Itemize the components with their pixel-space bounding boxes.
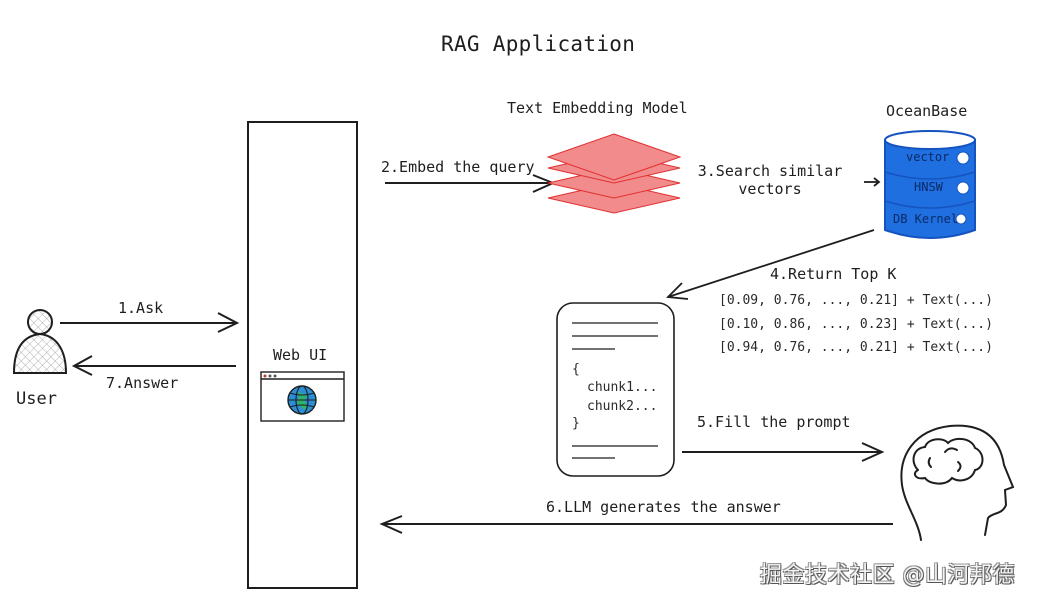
oceanbase-label: OceanBase bbox=[886, 102, 968, 120]
step-ask-label: 1.Ask bbox=[118, 299, 164, 317]
topk-result-1: [0.09, 0.76, ..., 0.21] + Text(...) bbox=[719, 293, 993, 308]
oceanbase-db-icon bbox=[884, 130, 976, 239]
prompt-chunk-2: chunk2... bbox=[587, 399, 658, 414]
arrow-return-topk bbox=[666, 229, 875, 300]
step-llm-generates-label: 6.LLM generates the answer bbox=[546, 498, 781, 516]
embedding-model-label: Text Embedding Model bbox=[507, 99, 688, 117]
step-search-line1: 3.Search similar bbox=[697, 162, 843, 180]
user-icon bbox=[12, 309, 68, 374]
step-fill-prompt-label: 5.Fill the prompt bbox=[697, 413, 851, 431]
arrow-search bbox=[864, 177, 881, 187]
embedding-model-icon bbox=[546, 133, 682, 214]
db-layer-hnsw: HNSW bbox=[914, 180, 943, 194]
watermark: 掘金技术社区 @山河邦德 bbox=[760, 563, 1015, 588]
topk-result-2: [0.10, 0.86, ..., 0.23] + Text(...) bbox=[719, 317, 993, 332]
arrow-ask bbox=[60, 312, 240, 333]
web-ui-label: Web UI bbox=[273, 346, 328, 364]
arrow-embed bbox=[385, 174, 556, 193]
globe-icon bbox=[287, 385, 317, 415]
llm-brain-icon bbox=[900, 424, 1015, 541]
topk-result-3: [0.94, 0.76, ..., 0.21] + Text(...) bbox=[719, 340, 993, 355]
web-ui-box bbox=[247, 121, 358, 589]
db-layer-vector: vector bbox=[906, 150, 950, 164]
db-layer-kernel: DB Kernel bbox=[893, 212, 959, 226]
step-return-topk-label: 4.Return Top K bbox=[770, 265, 897, 283]
step-embed-label: 2.Embed the query bbox=[381, 158, 535, 176]
diagram-title: RAG Application bbox=[441, 32, 636, 56]
arrow-fill-prompt bbox=[682, 442, 885, 462]
prompt-chunk-1: chunk1... bbox=[587, 380, 658, 395]
prompt-close-brace: } bbox=[572, 416, 580, 431]
prompt-open-brace: { bbox=[572, 362, 580, 377]
arrow-llm-generates bbox=[379, 515, 893, 534]
prompt-document bbox=[556, 302, 675, 477]
user-label: User bbox=[16, 389, 57, 409]
arrow-answer bbox=[71, 355, 236, 376]
step-search-label: 3.Search similar vectors bbox=[686, 162, 854, 198]
step-answer-label: 7.Answer bbox=[106, 374, 179, 392]
step-search-line2: vectors bbox=[738, 180, 802, 198]
